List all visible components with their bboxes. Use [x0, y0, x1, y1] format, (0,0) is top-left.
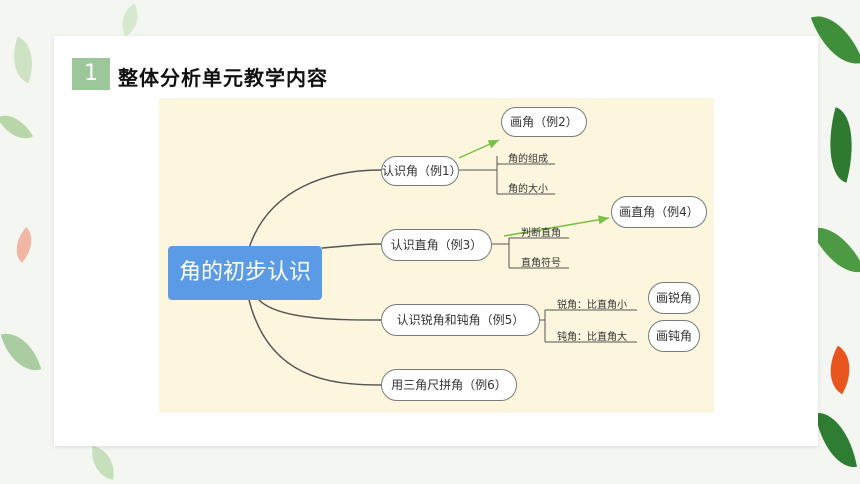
branch-node-4: 用三角尺拼角（例6）	[381, 369, 517, 401]
leaf-decoration	[815, 407, 857, 473]
branch-1-item-1: 角的组成	[508, 154, 548, 165]
branch-1-item-2: 角的大小	[508, 184, 548, 195]
leaf-decoration	[113, 3, 147, 37]
branch-2-item-1: 判断直角	[521, 228, 561, 239]
leaf-decoration	[0, 326, 42, 378]
leaf-decoration	[6, 227, 42, 263]
branch-2-item-2: 直角符号	[521, 258, 561, 269]
leaf-decoration	[0, 106, 34, 148]
leaf-decoration	[817, 107, 860, 183]
extra-node-3a: 画锐角	[648, 282, 700, 314]
extra-node-3b: 画钝角	[648, 320, 700, 352]
branch-3-item-2: 钝角：比直角大	[557, 332, 627, 343]
section-title: 整体分析单元教学内容	[118, 66, 328, 90]
section-number-badge: 1	[72, 58, 110, 90]
leaf-decoration	[3, 36, 43, 84]
branch-node-2: 认识直角（例3）	[381, 229, 492, 261]
leaf-decoration	[87, 445, 119, 481]
mindmap-diagram: 角的初步认识 认识角（例1） 角的组成 角的大小 画角（例2） 认识直角（例3）…	[159, 98, 714, 413]
extra-node-1: 画角（例2）	[501, 107, 587, 137]
extra-node-2: 画直角（例4）	[611, 196, 707, 228]
branch-3-item-1: 锐角：比直角小	[557, 300, 627, 311]
leaf-decoration	[817, 345, 860, 395]
leaf-decoration	[810, 216, 860, 284]
mindmap-connectors	[248, 139, 637, 386]
leaf-decoration	[810, 5, 860, 75]
branch-node-1: 认识角（例1）	[381, 156, 462, 186]
mindmap-root-node: 角的初步认识	[168, 246, 322, 300]
branch-node-3: 认识锐角和钝角（例5）	[381, 304, 540, 336]
